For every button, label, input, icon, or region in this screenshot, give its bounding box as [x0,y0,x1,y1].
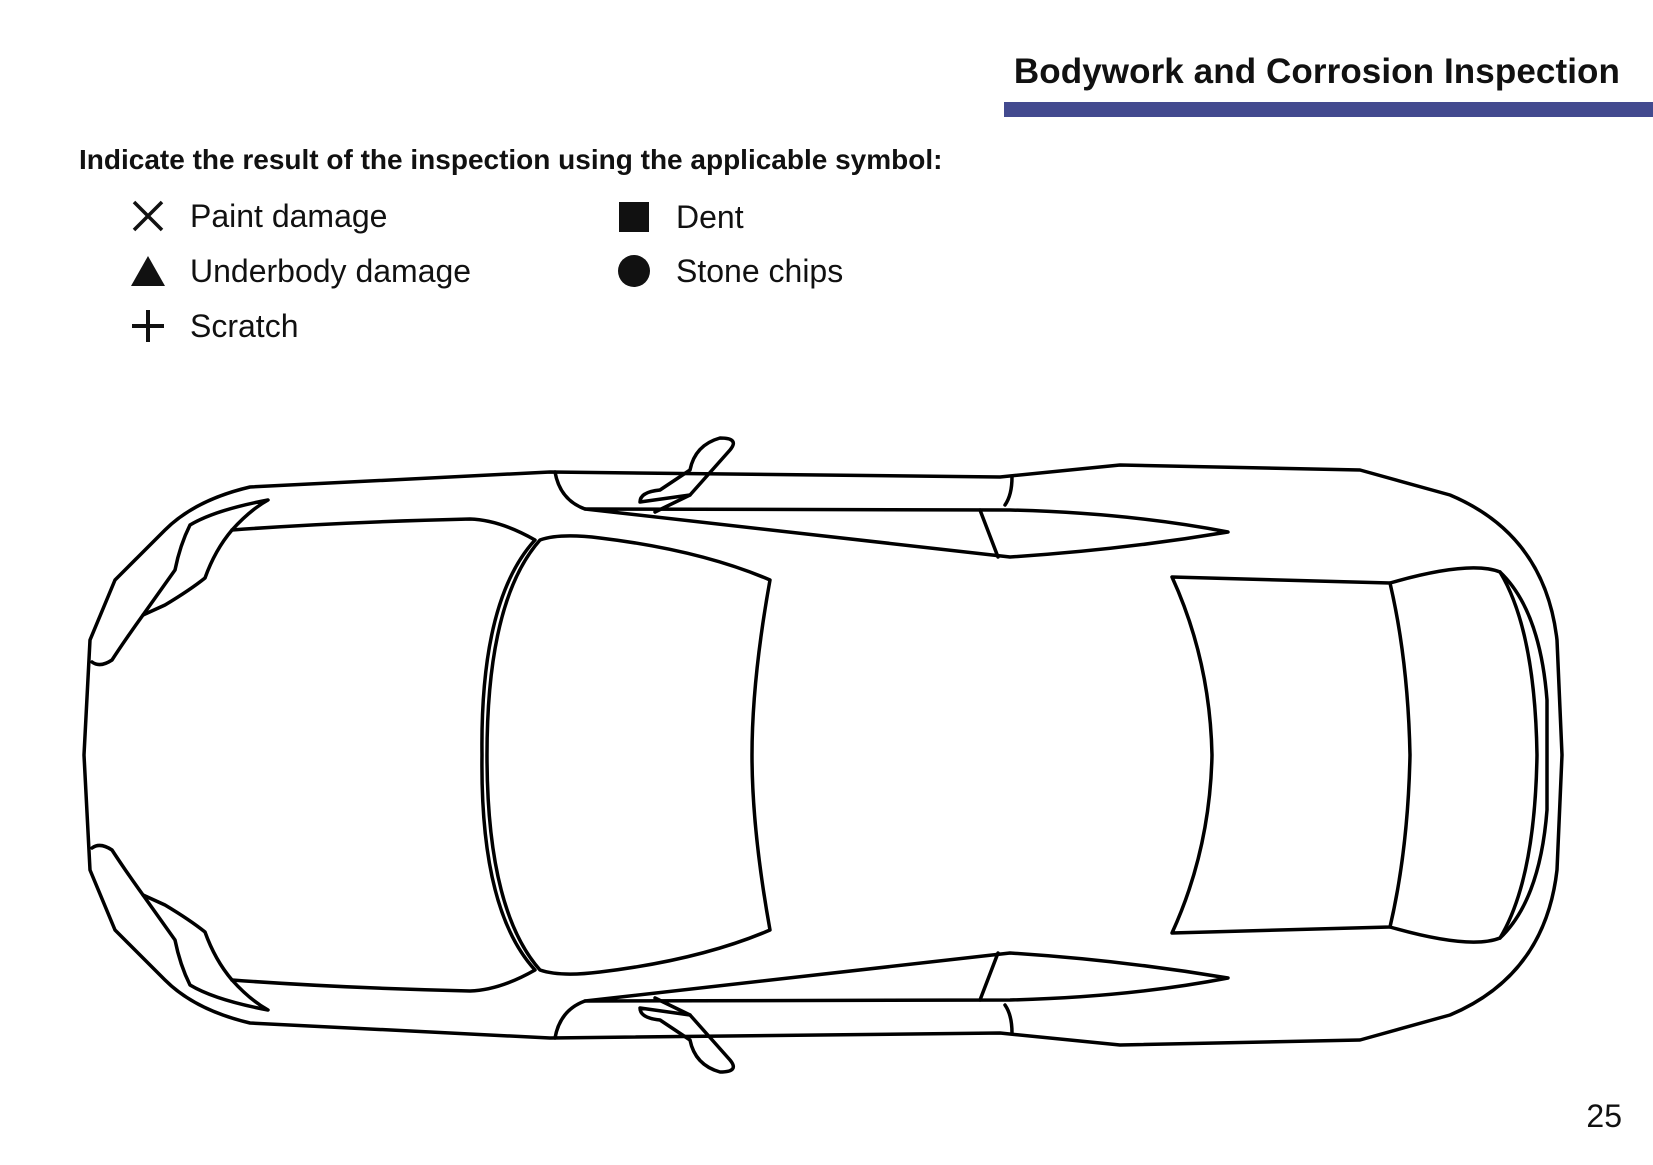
legend-label: Dent [676,198,744,235]
header-accent-bar [1004,102,1653,117]
triangle-icon [128,251,168,291]
x-mark-icon [128,196,168,236]
header-title: Bodywork and Corrosion Inspection [1013,52,1620,91]
legend-label: Paint damage [190,197,388,234]
legend-item-underbody-damage: Underbody damage [128,251,471,291]
instruction-text: Indicate the result of the inspection us… [79,144,943,175]
page-number: 25 [1586,1098,1622,1134]
legend-label: Stone chips [676,252,844,289]
plus-icon [128,306,168,346]
legend-item-paint-damage: Paint damage [128,196,387,236]
legend-label: Underbody damage [190,252,472,289]
legend-item-scratch: Scratch [128,306,298,346]
legend-label: Scratch [190,307,299,344]
car-top-view-icon [80,430,1580,1080]
legend-item-dent: Dent [614,197,744,237]
circle-icon [614,251,654,291]
legend-item-stone-chips: Stone chips [614,251,843,291]
square-icon [614,197,654,237]
